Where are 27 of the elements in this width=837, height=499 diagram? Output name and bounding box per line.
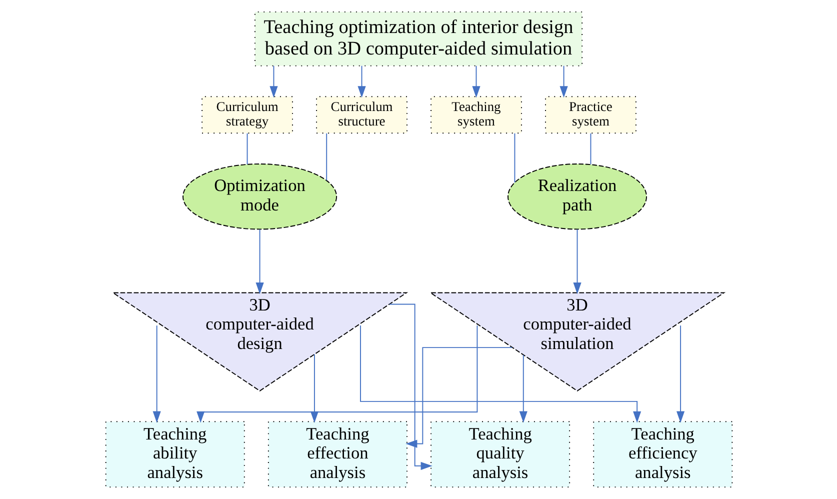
node-box: Teaching quality analysis <box>430 421 570 488</box>
arrow <box>472 65 480 98</box>
arrow <box>559 65 568 98</box>
node-box: Teaching effection analysis <box>267 421 407 488</box>
node-box: Curriculum strategy <box>201 96 292 134</box>
node-box: Curriculum structure <box>316 96 407 134</box>
arrow <box>255 228 264 294</box>
connector <box>590 132 591 165</box>
node-box: Practice system <box>544 96 636 134</box>
node-box: Teaching ability analysis <box>104 421 244 488</box>
arrow <box>572 228 581 294</box>
arrow <box>357 65 366 98</box>
node-box: Teaching optimization of interior design based on 3D computer-aided simulation <box>254 11 582 66</box>
connector <box>514 132 515 183</box>
arrow <box>269 65 278 98</box>
arrow <box>152 325 160 423</box>
node-ellipse: Realization path <box>507 164 646 230</box>
connector <box>246 132 248 165</box>
node-box: Teaching system <box>430 96 522 134</box>
arrow <box>405 347 512 448</box>
arrow <box>360 325 641 423</box>
arrow <box>518 354 527 423</box>
node-ellipse: Optimization mode <box>182 164 337 230</box>
node-box: Teaching efficiency analysis <box>592 421 732 488</box>
arrow <box>676 325 684 423</box>
connector <box>326 132 327 181</box>
arrow <box>388 304 432 470</box>
